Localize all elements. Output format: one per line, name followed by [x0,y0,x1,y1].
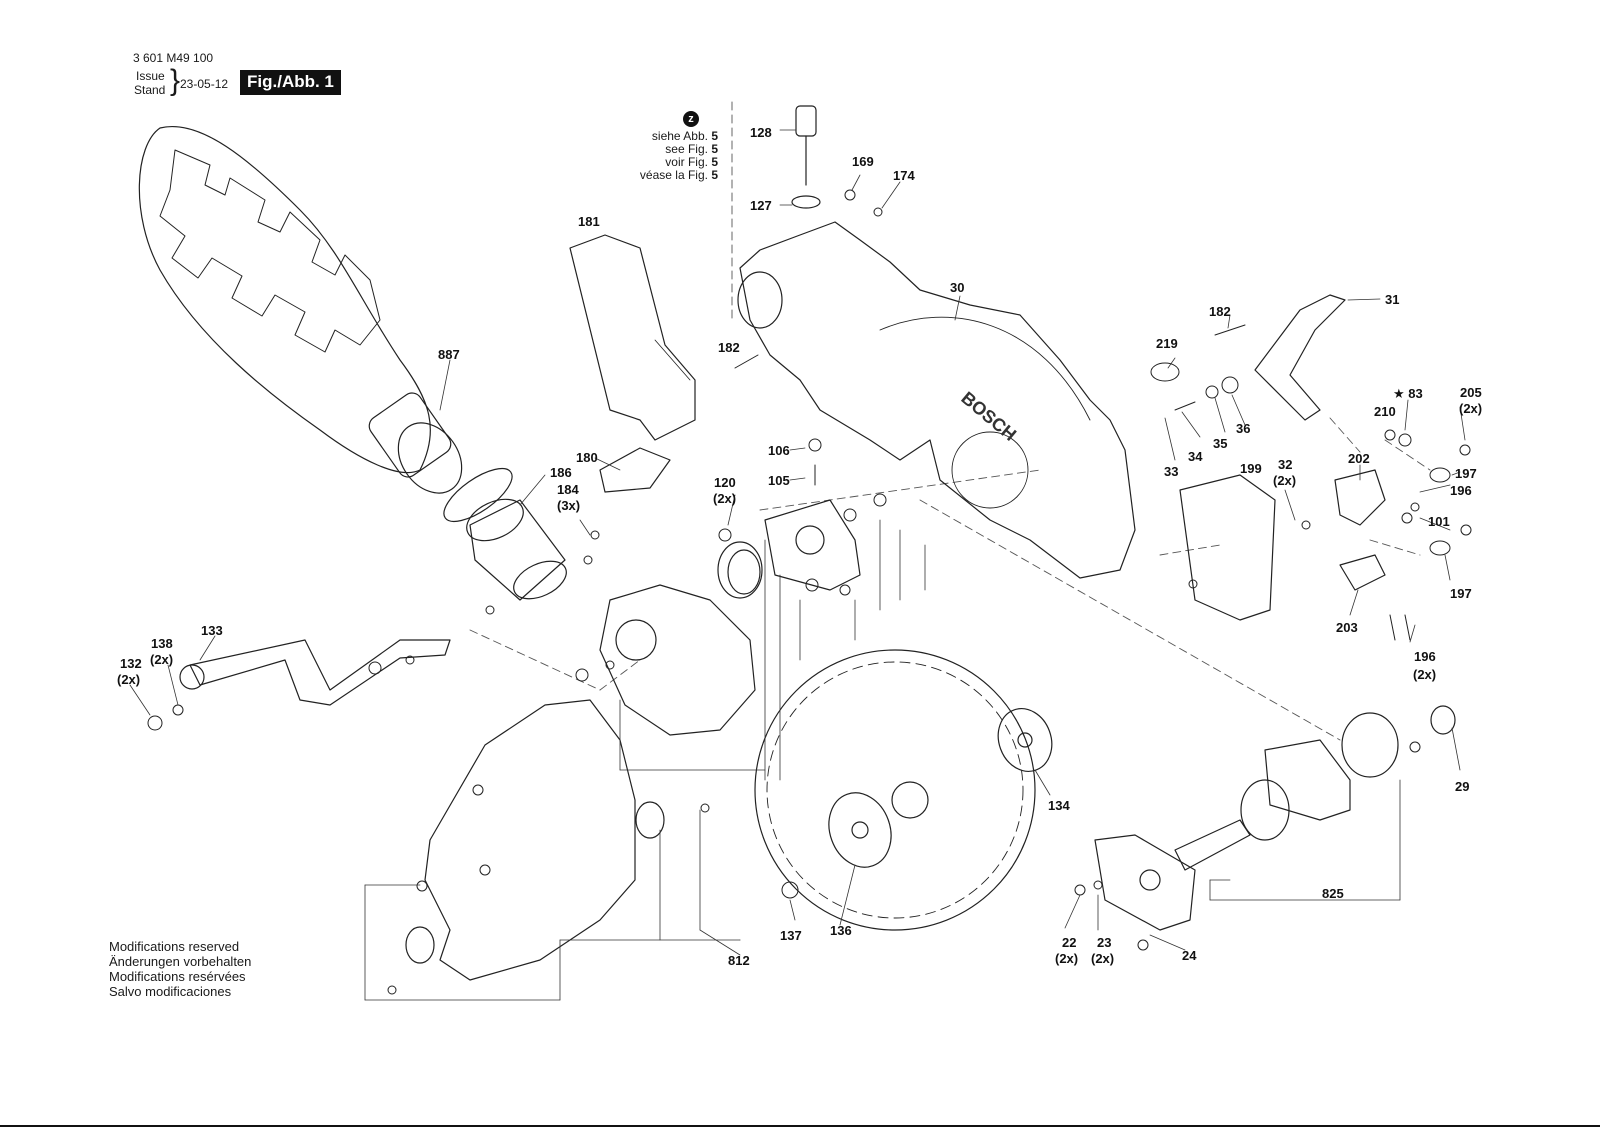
lower-guard-812 [405,584,756,981]
brace-glyph: } [170,64,181,97]
part-label: 169 [852,154,874,169]
part-label: 196 [1414,649,1436,664]
part-label: 180 [576,450,598,465]
part-label: 205 [1460,385,1482,400]
see-figure-line: véase la Fig. 5 [639,168,718,182]
part-label: 36 [1236,421,1250,436]
part-label: 197 [1450,586,1472,601]
part-label: 887 [438,347,460,362]
leader-lines [129,129,1466,1001]
part-label: 202 [1348,451,1370,466]
part-label: (2x) [1459,401,1482,416]
part-label: (3x) [557,498,580,513]
part-label: 134 [1048,798,1070,813]
part-label: 127 [750,198,772,213]
modifications-note: Modifications reserved Änderungen vorbeh… [109,939,251,999]
see-figure-note: siehe Abb. 5 see Fig. 5 voir Fig. 5 véas… [598,130,718,182]
lever-133 [179,639,451,706]
note-line: Salvo modificaciones [109,984,232,999]
part-label: 812 [728,953,750,968]
part-label: 128 [750,125,772,140]
see-figure-line: voir Fig. 5 [665,155,718,169]
part-label: 24 [1182,948,1197,963]
spring-part [717,541,763,599]
part-label: (2x) [1273,473,1296,488]
bracket-31 [1254,294,1346,421]
part-label: 133 [201,623,223,638]
part-label: 105 [768,473,790,488]
adapter-186 [466,498,567,601]
part-label: ★ 83 [1393,386,1423,401]
part-label: 35 [1213,436,1227,451]
part-label: 174 [893,168,915,183]
part-label: 22 [1062,935,1076,950]
clamp-180 [599,447,671,493]
part-label: 197 [1455,466,1477,481]
part-label: 203 [1336,620,1358,635]
dust-bag-887 [138,126,513,523]
part-label: 132 [120,656,142,671]
part-label: 184 [557,482,579,497]
part-label: (2x) [1091,951,1114,966]
stand-label: Stand [134,83,166,97]
brand-mark: BOSCH [957,388,1020,445]
issue-date: 23-05-12 [180,77,229,91]
note-line: Änderungen vorbehalten [109,954,252,969]
note-line: Modifications resérvées [109,969,246,984]
part-label: (2x) [713,491,736,506]
part-number-labels: 128 169 174 127 181 30 31 182 182 219 88… [117,125,1482,968]
part-label: (2x) [1413,667,1436,682]
washer-136 [828,792,892,868]
part-label: 182 [1209,304,1231,319]
screw-128 [791,105,821,209]
saw-blade [754,649,1036,931]
part-label: 219 [1156,336,1178,351]
part-label: 138 [151,636,173,651]
chip-chute-181 [569,234,696,441]
part-label: 136 [830,923,852,938]
part-label: 101 [1428,514,1450,529]
part-label: 120 [714,475,736,490]
note-line: Modifications reserved [109,939,240,954]
part-label: 34 [1188,449,1203,464]
document-number: 3 601 M49 100 [133,51,214,65]
plate-24 [1094,834,1196,931]
bracket-202 [1334,469,1386,526]
plate-part [764,499,861,591]
part-label: 23 [1097,935,1111,950]
figure-title: Fig./Abb. 1 [240,70,341,95]
part-label: 29 [1455,779,1469,794]
part-label: (2x) [1055,951,1078,966]
blade-guard-30: BOSCH [737,221,1136,579]
part-label: 199 [1240,461,1262,476]
part-label: (2x) [117,672,140,687]
part-label: (2x) [150,652,173,667]
part-label: 106 [768,443,790,458]
part-label: 825 [1322,886,1344,901]
part-label: 31 [1385,292,1399,307]
cover-199 [1179,474,1276,621]
see-figure-line: siehe Abb. 5 [651,129,718,143]
gear-housing-825 [1174,705,1456,871]
part-label: 210 [1374,404,1396,419]
issue-label: Issue [136,69,165,83]
part-label: 186 [550,465,572,480]
dashed-guides [469,101,1431,741]
part-label: 137 [780,928,802,943]
part-label: 196 [1450,483,1472,498]
bracket-203 [1339,554,1386,591]
part-label: 32 [1278,457,1292,472]
part-label: 33 [1164,464,1178,479]
flange-134 [997,708,1053,772]
part-label: 182 [718,340,740,355]
bottom-rule [0,1125,1600,1127]
see-figure-line: see Fig. 5 [665,142,718,156]
part-label: 30 [950,280,964,295]
part-label: 181 [578,214,600,229]
reference-icon: z [683,111,699,127]
small-hardware [147,189,1472,995]
